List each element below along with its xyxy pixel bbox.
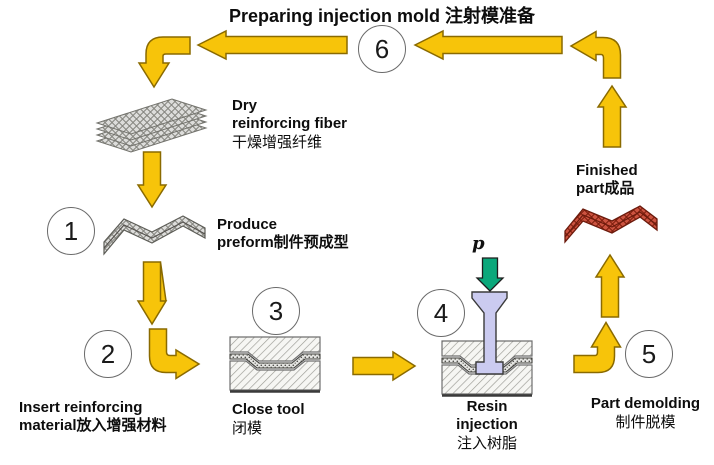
arrow-down-fiber bbox=[136, 151, 168, 209]
diagram-title: Preparing injection mold 注射模准备 bbox=[228, 6, 536, 26]
step-circle-3: 3 bbox=[252, 287, 300, 335]
produce-line2: preform制件预成型 bbox=[217, 234, 349, 251]
close-line1: Close tool bbox=[232, 401, 305, 418]
finished-line1: Finished bbox=[576, 162, 638, 179]
pressure-symbol: p bbox=[472, 233, 485, 254]
arrow-right-close-to-inject bbox=[352, 350, 417, 382]
step-circle-1: 1 bbox=[47, 207, 95, 255]
resin-line2: injection bbox=[456, 416, 518, 433]
dry-fiber-line3: 干燥增强纤维 bbox=[232, 134, 323, 151]
produce-line1: Produce bbox=[217, 216, 278, 233]
sprue-funnel bbox=[471, 291, 508, 375]
arrow-left-outer bbox=[413, 29, 563, 61]
arrow-up-top-right bbox=[596, 84, 628, 148]
resin-line1: Resin bbox=[466, 398, 508, 415]
dry-fiber-label: Dry reinforcing fiber 干燥增强纤维 bbox=[232, 97, 347, 152]
arrow-down-preform bbox=[136, 261, 168, 326]
arrow-left-inner bbox=[196, 29, 348, 61]
insert-line1: Insert reinforcing bbox=[19, 399, 143, 416]
demold-line2: 制件脱模 bbox=[615, 414, 676, 431]
arrow-elbow-insert bbox=[148, 328, 201, 380]
step-circle-5: 5 bbox=[625, 330, 673, 378]
arrow-up-to-finished bbox=[594, 253, 626, 318]
part-demolding-label: Part demolding 制件脱模 bbox=[577, 395, 714, 432]
preform-shape bbox=[103, 215, 206, 256]
dry-fiber-line2: reinforcing fiber bbox=[232, 115, 348, 132]
mold-closed bbox=[229, 336, 321, 393]
finished-part-shape bbox=[564, 205, 658, 244]
arrow-elbow-top-right bbox=[569, 30, 622, 79]
step-circle-4: 4 bbox=[417, 289, 465, 337]
step-number: 3 bbox=[268, 295, 284, 326]
mold-injection bbox=[441, 340, 533, 397]
step-number: 1 bbox=[63, 215, 79, 246]
step-circle-2: 2 bbox=[84, 330, 132, 378]
produce-preform-label: Produce preform制件预成型 bbox=[217, 216, 349, 252]
resin-injection-label: Resin injection 注入树脂 bbox=[428, 398, 546, 453]
pressure-arrow bbox=[475, 257, 505, 292]
arrow-elbow-top-left bbox=[137, 36, 191, 89]
insert-line2: material放入增强材料 bbox=[19, 417, 167, 434]
step-circle-6: 6 bbox=[358, 25, 406, 73]
arrow-elbow-demold bbox=[573, 321, 622, 374]
demold-line1: Part demolding bbox=[590, 395, 701, 412]
dry-fiber-line1: Dry bbox=[232, 97, 258, 114]
close-line2: 闭模 bbox=[232, 420, 263, 437]
insert-material-label: Insert reinforcing material放入增强材料 bbox=[19, 399, 167, 435]
resin-line3: 注入树脂 bbox=[456, 435, 517, 452]
step-number: 2 bbox=[100, 338, 116, 369]
close-tool-label: Close tool 闭模 bbox=[232, 401, 305, 438]
step-number: 6 bbox=[374, 33, 390, 64]
step-number: 5 bbox=[641, 338, 657, 369]
step-number: 4 bbox=[433, 297, 449, 328]
finished-line2: part成品 bbox=[576, 180, 635, 197]
finished-part-label: Finished part成品 bbox=[576, 162, 638, 198]
fiber-stack bbox=[95, 98, 208, 153]
